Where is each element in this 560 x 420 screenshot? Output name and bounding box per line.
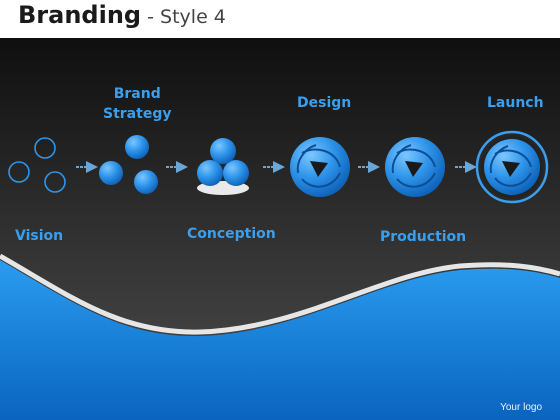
sphere-cluster-icon	[99, 135, 158, 194]
swirl-sphere-icon	[290, 137, 350, 197]
title-main: Branding	[18, 1, 142, 29]
swirl-sphere-icon	[385, 137, 445, 197]
logo-placeholder: Your logo	[500, 402, 542, 413]
stage-label-brand-strategy: Brand Strategy	[103, 86, 172, 122]
sphere-trio-icon	[197, 138, 249, 195]
diagram-canvas	[0, 38, 560, 420]
wave-band	[0, 260, 560, 420]
stage-label-vision: Vision	[15, 228, 64, 244]
title-sub: Style 4	[160, 6, 226, 28]
page-title: Branding - Style 4	[18, 1, 226, 29]
title-bar: Branding - Style 4	[0, 0, 560, 38]
title-separator: -	[141, 6, 161, 28]
swirl-sphere-ring-icon	[475, 130, 549, 204]
diagram-stage: Vision Brand Strategy Conception Design …	[0, 38, 560, 420]
stage-label-conception: Conception	[187, 226, 276, 242]
wave-highlight	[0, 253, 560, 335]
stage-label-launch: Launch	[487, 95, 544, 111]
stage-label-production: Production	[380, 229, 467, 245]
stage-label-design: Design	[297, 95, 352, 111]
circle-outline-cluster-icon	[8, 137, 66, 193]
